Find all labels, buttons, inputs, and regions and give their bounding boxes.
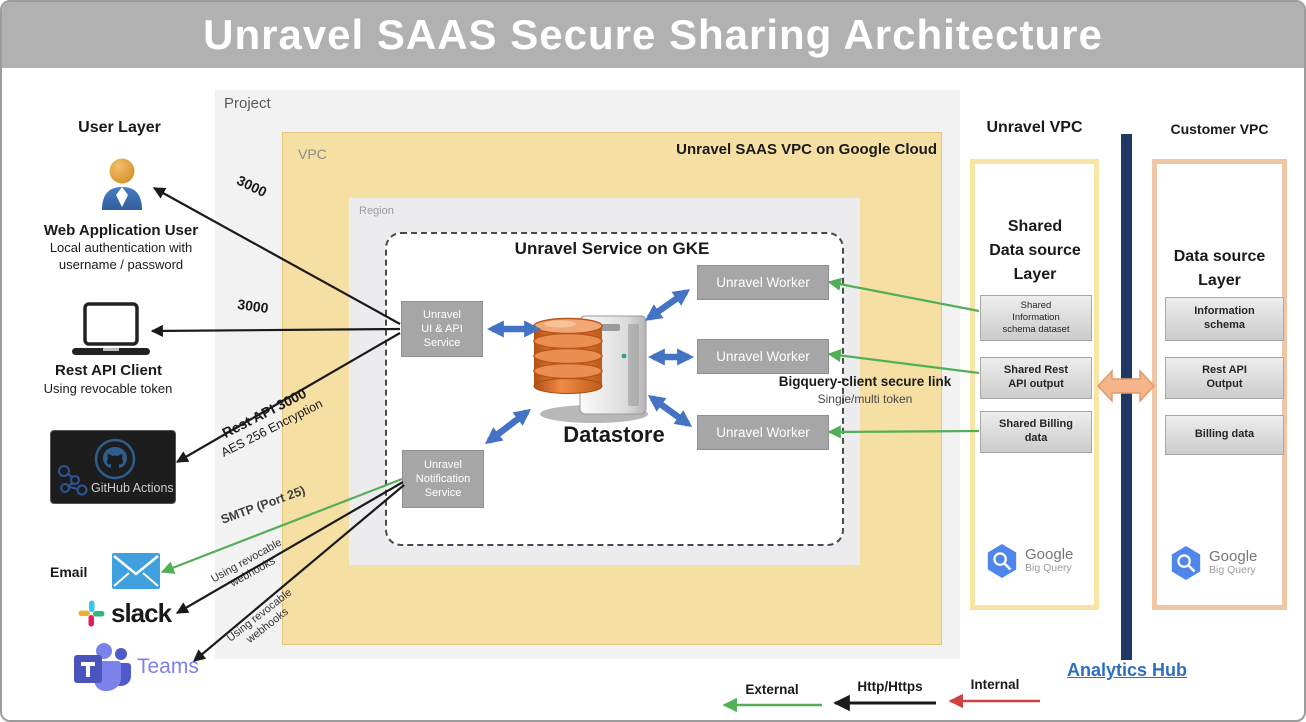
- github-actions-box: GitHub Actions: [50, 430, 176, 504]
- legend-internal-label: Internal: [970, 677, 1020, 692]
- vpc-title: Unravel SAAS VPC on Google Cloud: [676, 141, 937, 158]
- billing-data-box: Billing data: [1165, 415, 1284, 455]
- unravel-vpc-heading: Unravel VPC: [986, 119, 1083, 136]
- slack-logo: slack: [78, 598, 172, 629]
- bigquery-icon: [1171, 546, 1201, 580]
- laptop-icon: [72, 302, 150, 355]
- bigquery-product: Big Query: [1025, 562, 1072, 575]
- region-label: Region: [359, 205, 394, 217]
- teams-logo: Teams: [74, 641, 199, 693]
- data-source-layer-title: Data source Layer: [1173, 248, 1266, 289]
- teams-label: Teams: [137, 655, 199, 678]
- analytics-hub-link[interactable]: Analytics Hub: [1066, 660, 1188, 680]
- bigquery-product: Big Query: [1209, 564, 1256, 577]
- user-layer-heading: User Layer: [78, 119, 161, 136]
- datastore-label: Datastore: [563, 422, 665, 447]
- web-user-title: Web Application User: [43, 222, 199, 239]
- shared-rest-api-box: Shared Rest API output: [980, 357, 1092, 399]
- ui-api-service-node: Unravel UI & API Service: [401, 301, 483, 357]
- legend-external-label: External: [745, 682, 799, 697]
- shared-billing-box: Shared Billing data: [980, 411, 1092, 453]
- gke-title: Unravel Service on GKE: [514, 239, 710, 258]
- bigquery-logo-unravel: Google Big Query: [985, 542, 1073, 580]
- teams-icon: [74, 643, 131, 691]
- datastore-icon: [533, 315, 648, 423]
- shared-layer-title: Shared Data source Layer: [989, 218, 1081, 283]
- shared-info-schema-box: Shared Information schema dataset: [980, 295, 1092, 341]
- legend-http-label: Http/Https: [857, 679, 923, 694]
- github-actions-label: GitHub Actions: [91, 481, 174, 495]
- bigquery-icon: [987, 544, 1017, 578]
- email-label: Email: [50, 564, 88, 580]
- bigquery-brand: Google: [1209, 547, 1258, 565]
- info-schema-box: Information schema: [1165, 297, 1284, 341]
- bigquery-link-sub: Single/multi token: [817, 392, 913, 406]
- worker-node-1: Unravel Worker: [697, 265, 829, 300]
- email-envelope-icon: [112, 553, 160, 589]
- slack-icon: [78, 600, 105, 627]
- web-user-subtitle: Local authentication with username / pas…: [49, 240, 193, 272]
- vpc-label: VPC: [298, 146, 327, 162]
- rest-client-subtitle: Using revocable token: [43, 381, 173, 396]
- project-label: Project: [224, 95, 271, 112]
- web-user-icon: [102, 158, 142, 210]
- page-title: Unravel SAAS Secure Sharing Architecture: [2, 2, 1304, 68]
- slack-label: slack: [111, 598, 172, 628]
- rest-api-output-box: Rest API Output: [1165, 357, 1284, 399]
- worker-node-2: Unravel Worker: [697, 339, 829, 374]
- bigquery-brand: Google: [1025, 545, 1074, 563]
- analytics-hub-bar: [1121, 134, 1132, 660]
- rest-client-title: Rest API Client: [55, 362, 162, 379]
- bigquery-link-title: Bigquery-client secure link: [778, 374, 952, 389]
- bigquery-logo-customer: Google Big Query: [1169, 544, 1257, 582]
- customer-vpc-heading: Customer VPC: [1170, 121, 1269, 137]
- worker-node-3: Unravel Worker: [697, 415, 829, 450]
- notification-service-node: Unravel Notification Service: [402, 450, 484, 508]
- github-octocat-icon: [58, 438, 136, 496]
